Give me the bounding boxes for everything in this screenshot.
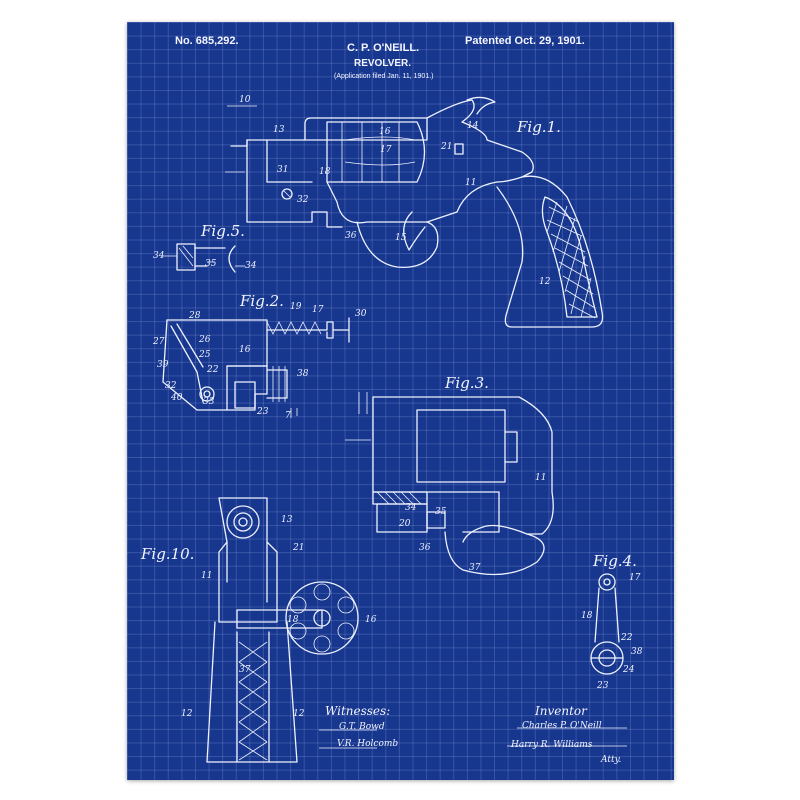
figure-4-label: Fig.4. — [593, 552, 637, 570]
svg-text:13: 13 — [281, 515, 293, 525]
svg-text:25: 25 — [198, 350, 211, 360]
svg-text:18: 18 — [287, 615, 299, 625]
svg-text:22: 22 — [620, 633, 633, 643]
patent-date: Patented Oct. 29, 1901. — [465, 35, 585, 47]
svg-text:30: 30 — [355, 309, 367, 319]
signature-lines — [319, 727, 627, 749]
svg-text:23: 23 — [596, 681, 609, 691]
svg-text:16: 16 — [239, 345, 251, 355]
figure-5-drawing: 34 35 34 — [153, 243, 257, 273]
svg-text:14: 14 — [467, 121, 479, 131]
svg-text:40: 40 — [170, 393, 183, 403]
figure-10-label: Fig.10. — [141, 545, 195, 563]
svg-text:38: 38 — [631, 647, 643, 657]
svg-text:32: 32 — [165, 381, 177, 391]
figure-1-label: Fig.1. — [517, 118, 561, 136]
patent-title: REVOLVER. — [354, 58, 412, 69]
svg-text:28: 28 — [188, 311, 201, 321]
svg-text:37: 37 — [469, 563, 481, 573]
figure-4-drawing: 17 18 22 38 24 23 — [581, 573, 643, 691]
svg-text:12: 12 — [181, 709, 193, 719]
svg-text:11: 11 — [535, 473, 546, 483]
svg-text:12: 12 — [539, 277, 551, 287]
figure-2-drawing: 28 19 17 30 27 26 16 25 22 39 38 32 40 3… — [152, 302, 367, 421]
svg-text:15: 15 — [395, 233, 407, 243]
svg-text:21: 21 — [292, 543, 304, 553]
inventor-name: C. P. O'NEILL. — [347, 42, 420, 54]
figure-5-label: Fig.5. — [201, 222, 245, 240]
svg-text:11: 11 — [201, 571, 212, 581]
svg-text:23: 23 — [256, 407, 269, 417]
figure-1-reference-numbers: 10 13 16 14 17 21 31 18 11 32 36 15 12 — [239, 95, 551, 287]
svg-text:17: 17 — [629, 573, 641, 583]
attorney-signature: Harry R. Williams — [511, 740, 593, 750]
svg-text:18: 18 — [581, 611, 593, 621]
svg-text:22: 22 — [206, 365, 219, 375]
svg-text:17: 17 — [380, 145, 392, 155]
svg-text:24: 24 — [622, 665, 635, 675]
svg-text:18: 18 — [319, 167, 331, 177]
figure-10-drawing: 13 21 11 18 16 37 12 12 — [181, 497, 377, 763]
svg-text:34: 34 — [245, 261, 257, 271]
application-date: (Application filed Jan. 11, 1901.) — [334, 73, 434, 80]
svg-text:17: 17 — [312, 305, 324, 315]
patent-blueprint-sheet: No. 685,292. C. P. O'NEILL. Patented Oct… — [127, 22, 674, 780]
svg-text:26: 26 — [198, 335, 211, 345]
svg-text:16: 16 — [379, 127, 391, 137]
patent-number: No. 685,292. — [175, 35, 239, 47]
svg-text:35: 35 — [205, 259, 217, 269]
figure-2-label: Fig.2. — [240, 292, 284, 310]
svg-text:39: 39 — [157, 360, 169, 370]
svg-text:36: 36 — [419, 543, 431, 553]
svg-text:7: 7 — [285, 411, 291, 421]
witnesses-label: Witnesses: — [325, 704, 391, 718]
svg-text:12: 12 — [293, 709, 305, 719]
svg-text:37: 37 — [239, 665, 251, 675]
svg-text:34: 34 — [153, 251, 165, 261]
witness-signature-1: G.T. Bowd — [339, 722, 385, 732]
svg-text:31: 31 — [277, 165, 288, 175]
inventor-signature: Charles P. O'Neill — [522, 721, 602, 731]
svg-text:20: 20 — [398, 519, 411, 529]
svg-text:34: 34 — [405, 503, 417, 513]
svg-text:21: 21 — [440, 142, 452, 152]
figure-3-drawing: 11 34 35 20 36 37 — [345, 392, 554, 576]
svg-text:35: 35 — [435, 507, 447, 517]
svg-text:32: 32 — [297, 195, 309, 205]
svg-text:33: 33 — [203, 397, 215, 407]
svg-text:27: 27 — [152, 337, 165, 347]
figure-3-label: Fig.3. — [445, 374, 489, 392]
inventor-label: Inventor — [535, 704, 587, 718]
patent-drawings: 10 13 16 14 17 21 31 18 11 32 36 15 12 3… — [152, 95, 643, 763]
svg-text:10: 10 — [239, 95, 251, 105]
witness-signature-2: V.R. Holcomb — [337, 739, 399, 749]
attorney-label: Atty. — [601, 755, 622, 765]
svg-text:19: 19 — [290, 302, 302, 312]
svg-text:36: 36 — [345, 231, 357, 241]
figure-1-revolver-drawing — [225, 96, 604, 328]
svg-text:13: 13 — [273, 125, 285, 135]
svg-text:16: 16 — [365, 615, 377, 625]
svg-text:11: 11 — [465, 178, 476, 188]
svg-text:38: 38 — [297, 369, 309, 379]
